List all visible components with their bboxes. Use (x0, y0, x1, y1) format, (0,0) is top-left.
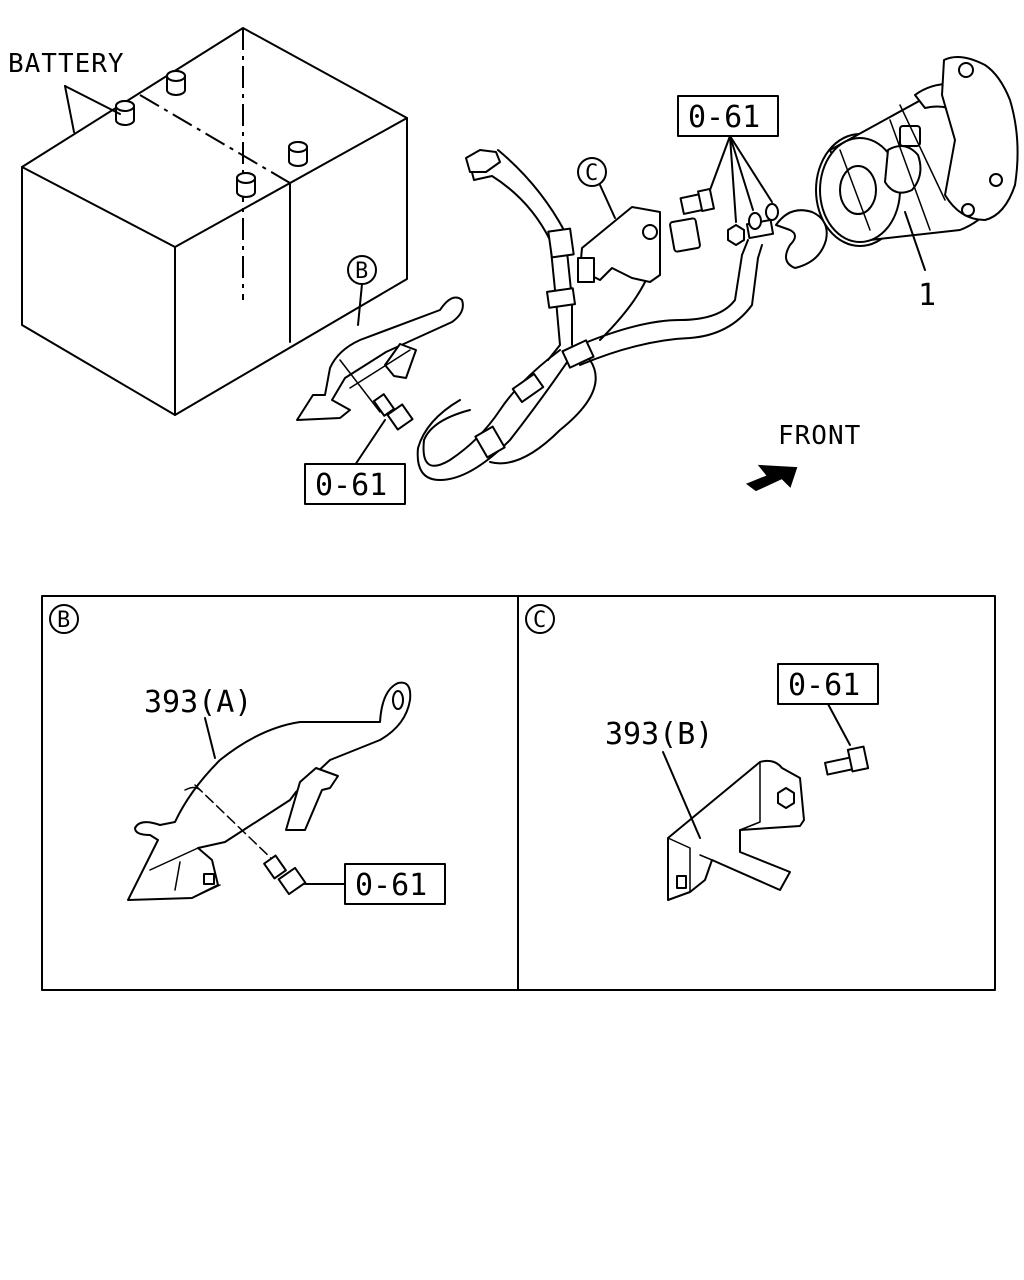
panel-b-bolt (263, 854, 307, 896)
panel-b-letter: B (57, 608, 70, 633)
panel-c-bolt (824, 745, 870, 776)
nut (727, 224, 745, 246)
ref-box-top-right (677, 95, 779, 137)
ref-box-detail-c-text: 0-61 (788, 668, 860, 703)
bracket-393a (127, 681, 412, 901)
callout-c-letter: C (585, 161, 598, 186)
ref-box-battery-text: 0-61 (315, 468, 387, 503)
wire-connector (669, 217, 701, 253)
starter-bracket-c (577, 206, 661, 283)
part-1-label: 1 (918, 278, 936, 313)
starter-motor (815, 55, 1019, 247)
front-arrow-icon (745, 464, 798, 492)
battery-label: BATTERY (8, 49, 125, 79)
cable-harness (416, 149, 775, 481)
detail-panel-b: B 393(A) 0-61 (49, 604, 446, 905)
battery-pack (21, 27, 408, 416)
ref-box-detail-b (344, 863, 446, 905)
callout-c-circle (577, 157, 607, 187)
bracket-bolt (679, 187, 715, 215)
ref-box-detail-b-text: 0-61 (355, 868, 427, 903)
part-393b-label: 393(B) (605, 717, 713, 752)
ref-box-top-right-text: 0-61 (688, 100, 760, 135)
battery-bracket-b (296, 296, 464, 421)
part-393a-label: 393(A) (144, 685, 252, 720)
battery-terminal-posts (115, 70, 308, 198)
washer (748, 212, 762, 230)
panel-c-letter: C (533, 608, 546, 633)
ref-box-battery (304, 463, 406, 505)
washer-2 (765, 203, 779, 221)
ref-box-detail-c (777, 663, 879, 705)
detail-panel-c: C 0-61 393(B) (525, 604, 879, 901)
bracket-393b (667, 759, 805, 901)
front-label: FRONT (778, 421, 861, 451)
callout-b-letter: B (355, 259, 368, 284)
battery-bracket-bolt (372, 393, 414, 431)
terminal-boot (775, 209, 828, 269)
